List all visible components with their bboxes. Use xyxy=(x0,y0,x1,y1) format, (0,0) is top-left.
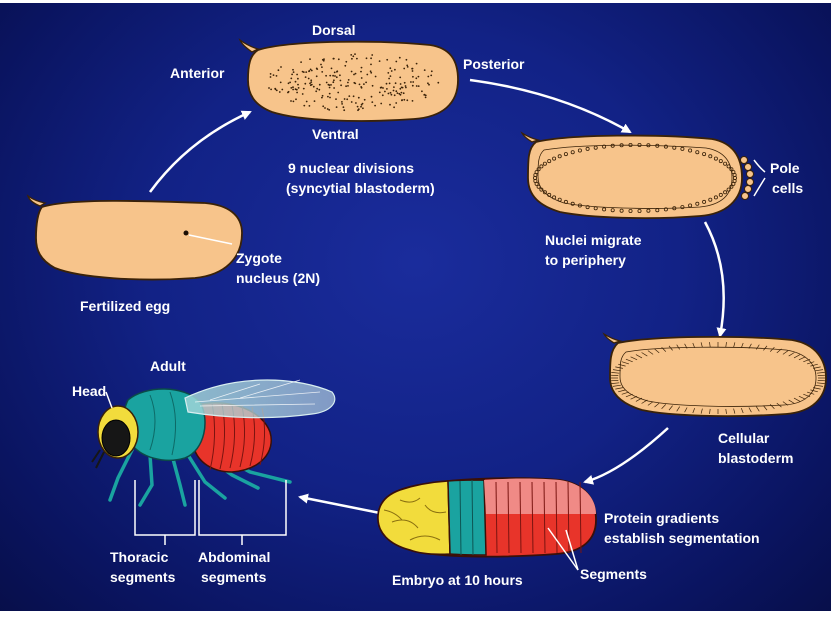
adult-fly xyxy=(92,380,335,545)
segments-label: Segments xyxy=(580,566,647,583)
pole-cells-bracket xyxy=(754,160,765,196)
cellular-caption-line2: blastoderm xyxy=(718,450,793,467)
embryo-thorax-region xyxy=(448,480,486,555)
fertilized-egg xyxy=(28,196,242,280)
arrow-egg-to-syncytial xyxy=(150,112,250,192)
abdominal-label-line2: segments xyxy=(201,569,266,586)
adult-title: Adult xyxy=(150,358,186,375)
fly-eye xyxy=(102,420,130,456)
abdominal-label-line1: Abdominal xyxy=(198,549,270,566)
embryo-10h xyxy=(378,478,596,570)
dorsal-label: Dorsal xyxy=(312,22,356,39)
arrow-migration-to-cellular xyxy=(705,222,724,336)
anterior-label: Anterior xyxy=(170,65,224,82)
migration-egg xyxy=(522,133,765,218)
head-pointer xyxy=(106,392,112,408)
posterior-label: Posterior xyxy=(463,56,524,73)
protein-gradients-line2: establish segmentation xyxy=(604,530,760,547)
head-label: Head xyxy=(72,383,106,400)
arrow-cellular-to-embryo xyxy=(585,428,668,482)
zygote-nucleus xyxy=(184,231,189,236)
syncytial-egg xyxy=(240,40,458,121)
ventral-label: Ventral xyxy=(312,126,359,143)
cellular-egg-body xyxy=(610,337,826,416)
syncytial-caption-line1: 9 nuclear divisions xyxy=(288,160,414,177)
pole-cells-label-line2: cells xyxy=(772,180,803,197)
syncytial-caption-line2: (syncytial blastoderm) xyxy=(286,180,435,197)
arrow-embryo-to-adult xyxy=(300,497,380,513)
thoracic-label-line2: segments xyxy=(110,569,175,586)
cellular-caption-line1: Cellular xyxy=(718,430,769,447)
thoracic-label-line1: Thoracic xyxy=(110,549,168,566)
thoracic-bracket xyxy=(135,480,195,545)
migration-caption-line2: to periphery xyxy=(545,252,626,269)
fertilized-egg-caption: Fertilized egg xyxy=(80,298,170,315)
arrow-syncytial-to-migration xyxy=(470,80,630,132)
zygote-label-line1: Zygote xyxy=(236,250,282,267)
cellular-egg xyxy=(604,334,826,416)
embryo-head-region xyxy=(378,481,450,554)
zygote-label-line2: nucleus (2N) xyxy=(236,270,320,287)
fly-wings xyxy=(185,380,335,418)
syncytial-egg-body xyxy=(248,42,458,121)
fly-head xyxy=(92,406,138,468)
embryo-caption: Embryo at 10 hours xyxy=(392,572,523,589)
embryo-pink-stripe xyxy=(484,479,596,515)
migration-caption-line1: Nuclei migrate xyxy=(545,232,641,249)
protein-gradients-line1: Protein gradients xyxy=(604,510,719,527)
pole-cells-label-line1: Pole xyxy=(770,160,800,177)
